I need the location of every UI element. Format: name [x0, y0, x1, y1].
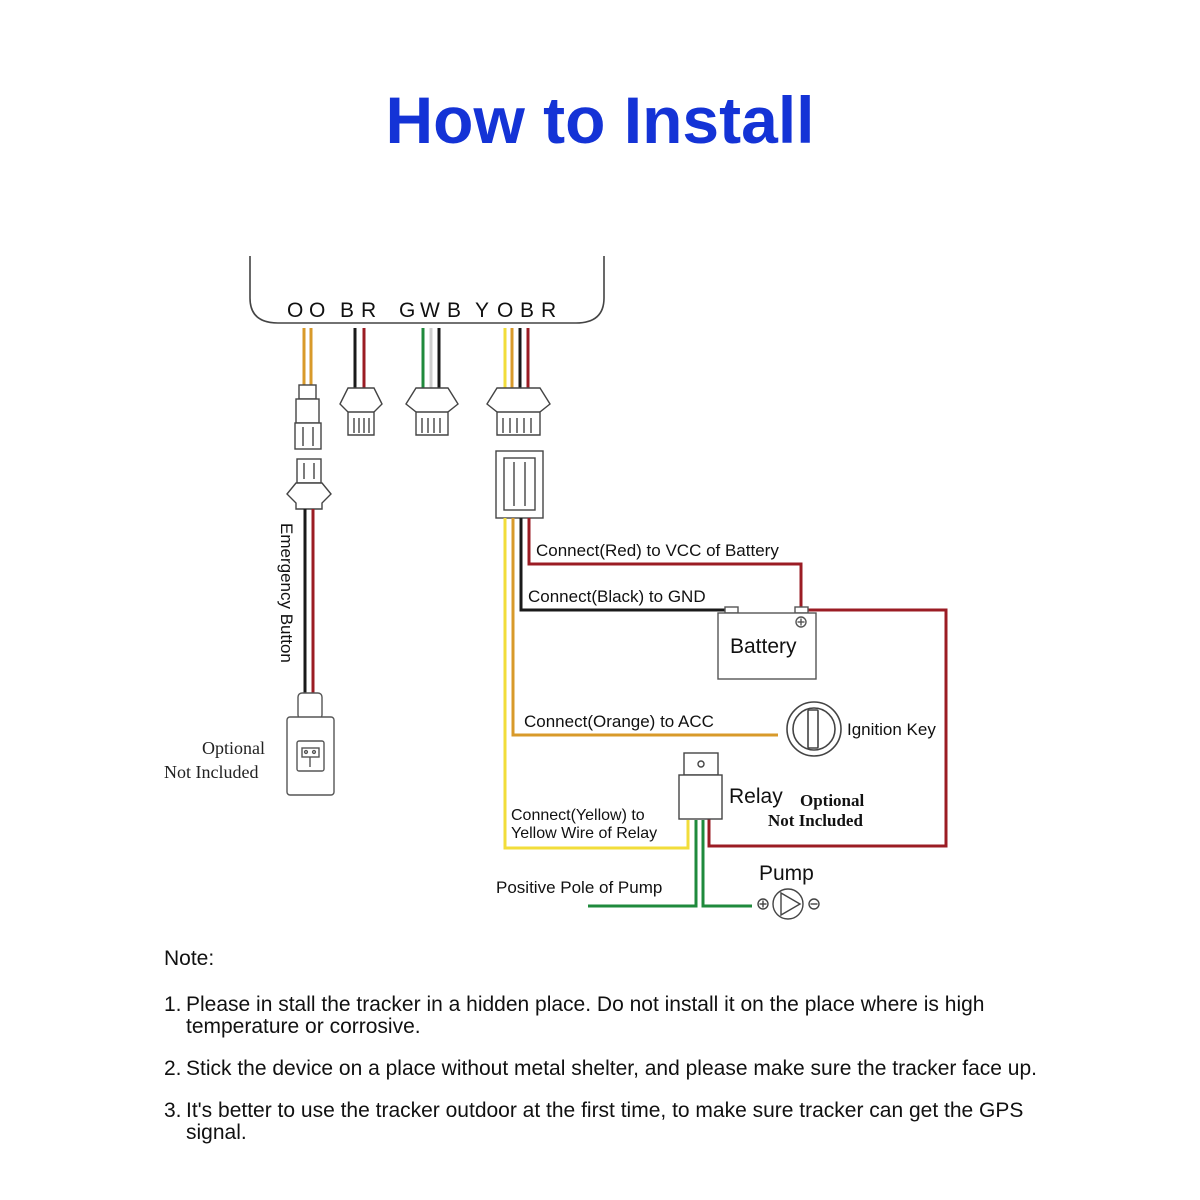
- note-item: 2. Stick the device on a place without m…: [164, 1058, 1064, 1080]
- pin-label: G: [399, 299, 416, 322]
- wire-yellow-relay: [503, 518, 690, 850]
- tracker-device-outline: [249, 256, 605, 324]
- red-vcc-label: Connect(Red) to VCC of Battery: [536, 541, 779, 560]
- pin-label: B: [447, 299, 462, 322]
- yellow-relay-label-1: Connect(Yellow) to: [511, 807, 645, 824]
- pin-label: O: [287, 299, 304, 322]
- notes-section: Note: 1. Please in stall the tracker in …: [164, 948, 1064, 1164]
- optional-label: Optional: [202, 738, 265, 758]
- relay-label: Relay: [729, 785, 783, 808]
- relay-icon: [678, 752, 723, 820]
- wire-green-pump: [701, 820, 752, 908]
- emergency-button-label: Emergency Button: [277, 523, 296, 663]
- note-text: Stick the device on a place without meta…: [186, 1057, 1037, 1080]
- battery-label: Battery: [730, 635, 797, 658]
- pump-positive-label: Positive Pole of Pump: [496, 878, 662, 897]
- black-gnd-label: Connect(Black) to GND: [528, 587, 706, 606]
- battery-icon: [717, 606, 817, 680]
- wire-red-loop: [707, 608, 948, 848]
- ignition-key-label: Ignition Key: [847, 720, 936, 739]
- pin-label: O: [309, 299, 326, 322]
- connector-emergency-top: [294, 384, 322, 450]
- ignition-key-icon: [786, 701, 842, 757]
- note-number: 1.: [164, 993, 182, 1016]
- note-item: 1. Please in stall the tracker in a hidd…: [164, 994, 1064, 1038]
- pump-label: Pump: [759, 862, 814, 885]
- connector-br: [339, 387, 383, 436]
- pin-label: B: [520, 299, 535, 322]
- wire-orange-acc: [511, 518, 778, 737]
- note-number: 2.: [164, 1057, 182, 1080]
- pin-label: R: [361, 299, 377, 322]
- pin-label: O: [497, 299, 514, 322]
- not-included-label: Not Included: [768, 811, 863, 830]
- pin-label: B: [340, 299, 355, 322]
- pump-icon: [757, 888, 820, 920]
- yellow-relay-label-2: Yellow Wire of Relay: [511, 825, 657, 842]
- pin-label: Y: [475, 299, 490, 322]
- optional-label: Optional: [800, 791, 865, 810]
- note-number: 3.: [164, 1099, 182, 1122]
- connector-yobr: [486, 387, 551, 436]
- connector-emergency-bottom: [286, 458, 332, 510]
- wire-red-vcc: [527, 518, 803, 610]
- notes-heading: Note:: [164, 947, 215, 970]
- note-text: It's better to use the tracker outdoor a…: [186, 1099, 1024, 1144]
- pin-label: W: [420, 299, 441, 322]
- connector-gwb: [405, 387, 459, 436]
- connector-power-harness: [495, 450, 544, 519]
- note-item: 3. It's better to use the tracker outdoo…: [164, 1100, 1064, 1144]
- not-included-label: Not Included: [164, 762, 258, 782]
- emergency-button-device: [286, 692, 335, 796]
- page-title: How to Install: [385, 83, 815, 157]
- note-text: Please in stall the tracker in a hidden …: [186, 993, 985, 1038]
- orange-acc-label: Connect(Orange) to ACC: [524, 712, 714, 731]
- wire-black-gnd: [519, 518, 733, 612]
- wire-green-pump: [588, 820, 698, 908]
- pin-label: R: [541, 299, 557, 322]
- wiring-diagram: O O B R G W B Y O B R: [164, 256, 948, 920]
